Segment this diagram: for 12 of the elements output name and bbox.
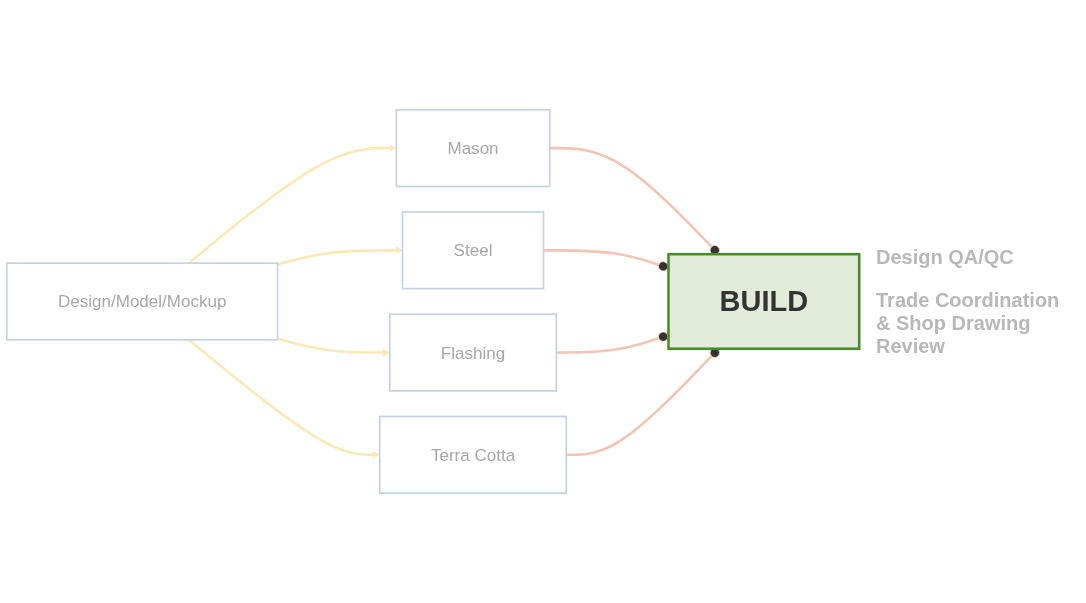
annotation-text: Trade Coordination & Shop Drawing Review (876, 288, 1061, 358)
node-box: Terra Cotta (378, 415, 568, 494)
node-box: Design/Model/Mockup (5, 262, 279, 341)
node-box: Mason (395, 109, 551, 188)
connector (556, 331, 669, 354)
annotation-text: Design QA/QC (876, 245, 1015, 269)
node-box: BUILD (667, 252, 861, 351)
arrow (277, 246, 403, 266)
arrow (188, 144, 397, 265)
node-box: Flashing (388, 313, 558, 392)
connector (543, 249, 669, 272)
node-box: Steel (401, 211, 545, 290)
